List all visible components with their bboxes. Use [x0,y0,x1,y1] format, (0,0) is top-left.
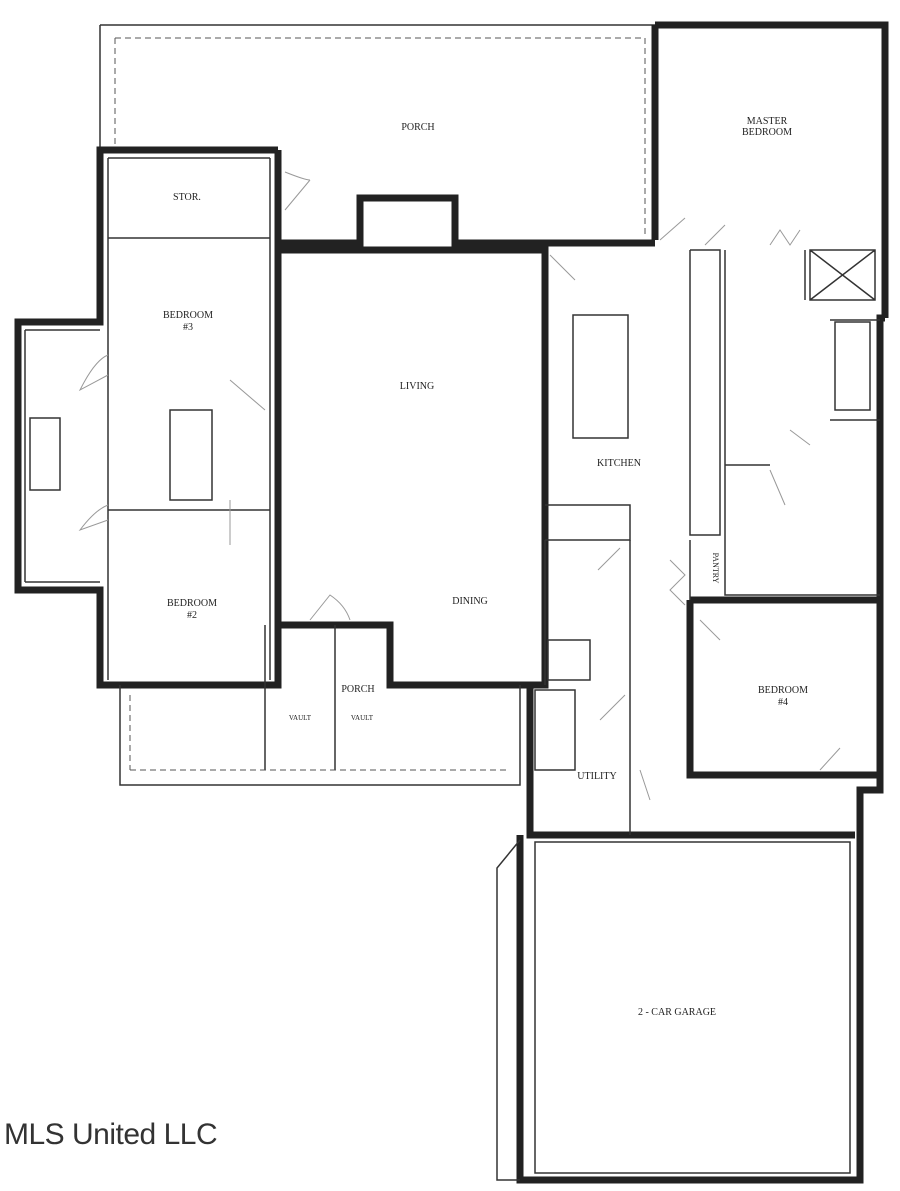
walls [14,21,889,1184]
label-bedroom-4-num: #4 [778,697,788,708]
label-bedroom-3: BEDROOM [163,310,213,321]
label-utility: UTILITY [577,771,616,782]
label-bedroom-4: BEDROOM [758,685,808,696]
label-bedroom-2: BEDROOM [167,598,217,609]
label-vault-right: VAULT [351,714,374,722]
label-porch-rear: PORCH [401,122,434,133]
label-bedroom-3-num: #3 [183,322,193,333]
room-labels: PORCH MASTER BEDROOM STOR. BEDROOM #3 LI… [163,116,808,1018]
label-dining: DINING [452,596,488,607]
label-master-bedroom-2: BEDROOM [742,127,792,138]
label-master-bedroom: MASTER [747,116,788,127]
label-bedroom-2-num: #2 [187,610,197,621]
label-garage: 2 - CAR GARAGE [638,1007,716,1018]
label-porch-front: PORCH [341,684,374,695]
label-vault-left: VAULT [289,714,312,722]
door-swings [78,171,841,801]
label-kitchen: KITCHEN [597,458,641,469]
label-storage: STOR. [173,192,201,203]
label-living: LIVING [400,381,434,392]
label-pantry: PANTRY [711,553,720,584]
watermark: MLS United LLC [4,1118,218,1151]
